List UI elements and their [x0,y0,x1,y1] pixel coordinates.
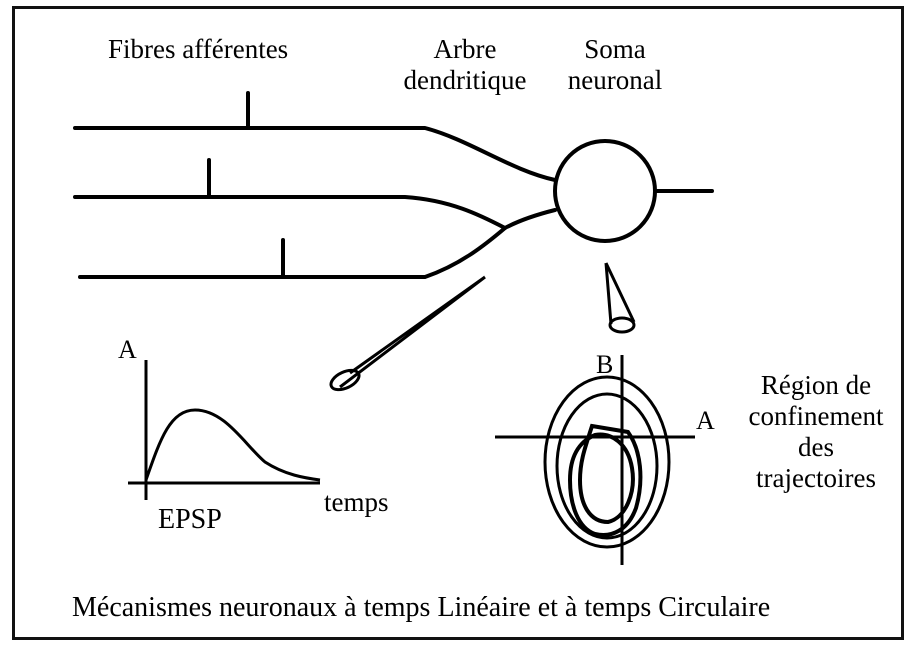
label-confinement-line4: trajectoires [756,463,876,493]
label-dendritic-tree-line2: dendritique [403,65,527,95]
trajectory-loop [567,423,643,537]
soma-circle [553,139,657,243]
label-dendritic-tree-line1: Arbre [433,34,497,64]
label-confinement-line2: confinement [748,401,884,431]
figure-frame [12,6,904,640]
label-soma-line1: Soma [584,34,646,64]
probe-cone-right [604,262,636,325]
confinement-outer-ellipse [543,375,671,549]
probe-cone-right-tip [608,316,636,334]
afferent-fibre-1 [73,126,557,182]
figure-caption: Mécanismes neuronaux à temps Linéaire et… [72,592,771,623]
label-dendritic-tree: Arbre dendritique [400,36,530,94]
label-confinement-line3: des [798,432,834,462]
probe-cone-left-tip [329,368,361,392]
label-epsp: EPSP [158,504,222,535]
label-soma-line2: neuronal [567,65,663,95]
label-afferent-fibres: Fibres afférentes [108,34,289,64]
afferent-fibre-2 [73,195,557,230]
probe-cone-left [339,275,486,389]
label-confinement-line1: Région de [760,370,872,400]
epsp-axis-label-A: A [118,335,137,364]
label-soma: Soma neuronal [555,36,675,94]
phase-axis-label-A: A [696,406,715,435]
epsp-curve [144,408,321,482]
label-confinement-region: Région de confinement des trajectoires [726,372,906,492]
afferent-fibre-3 [78,226,507,279]
phase-axis-label-B: B [596,350,614,379]
label-time: temps [324,487,389,517]
confinement-inner-ellipse [555,392,659,540]
